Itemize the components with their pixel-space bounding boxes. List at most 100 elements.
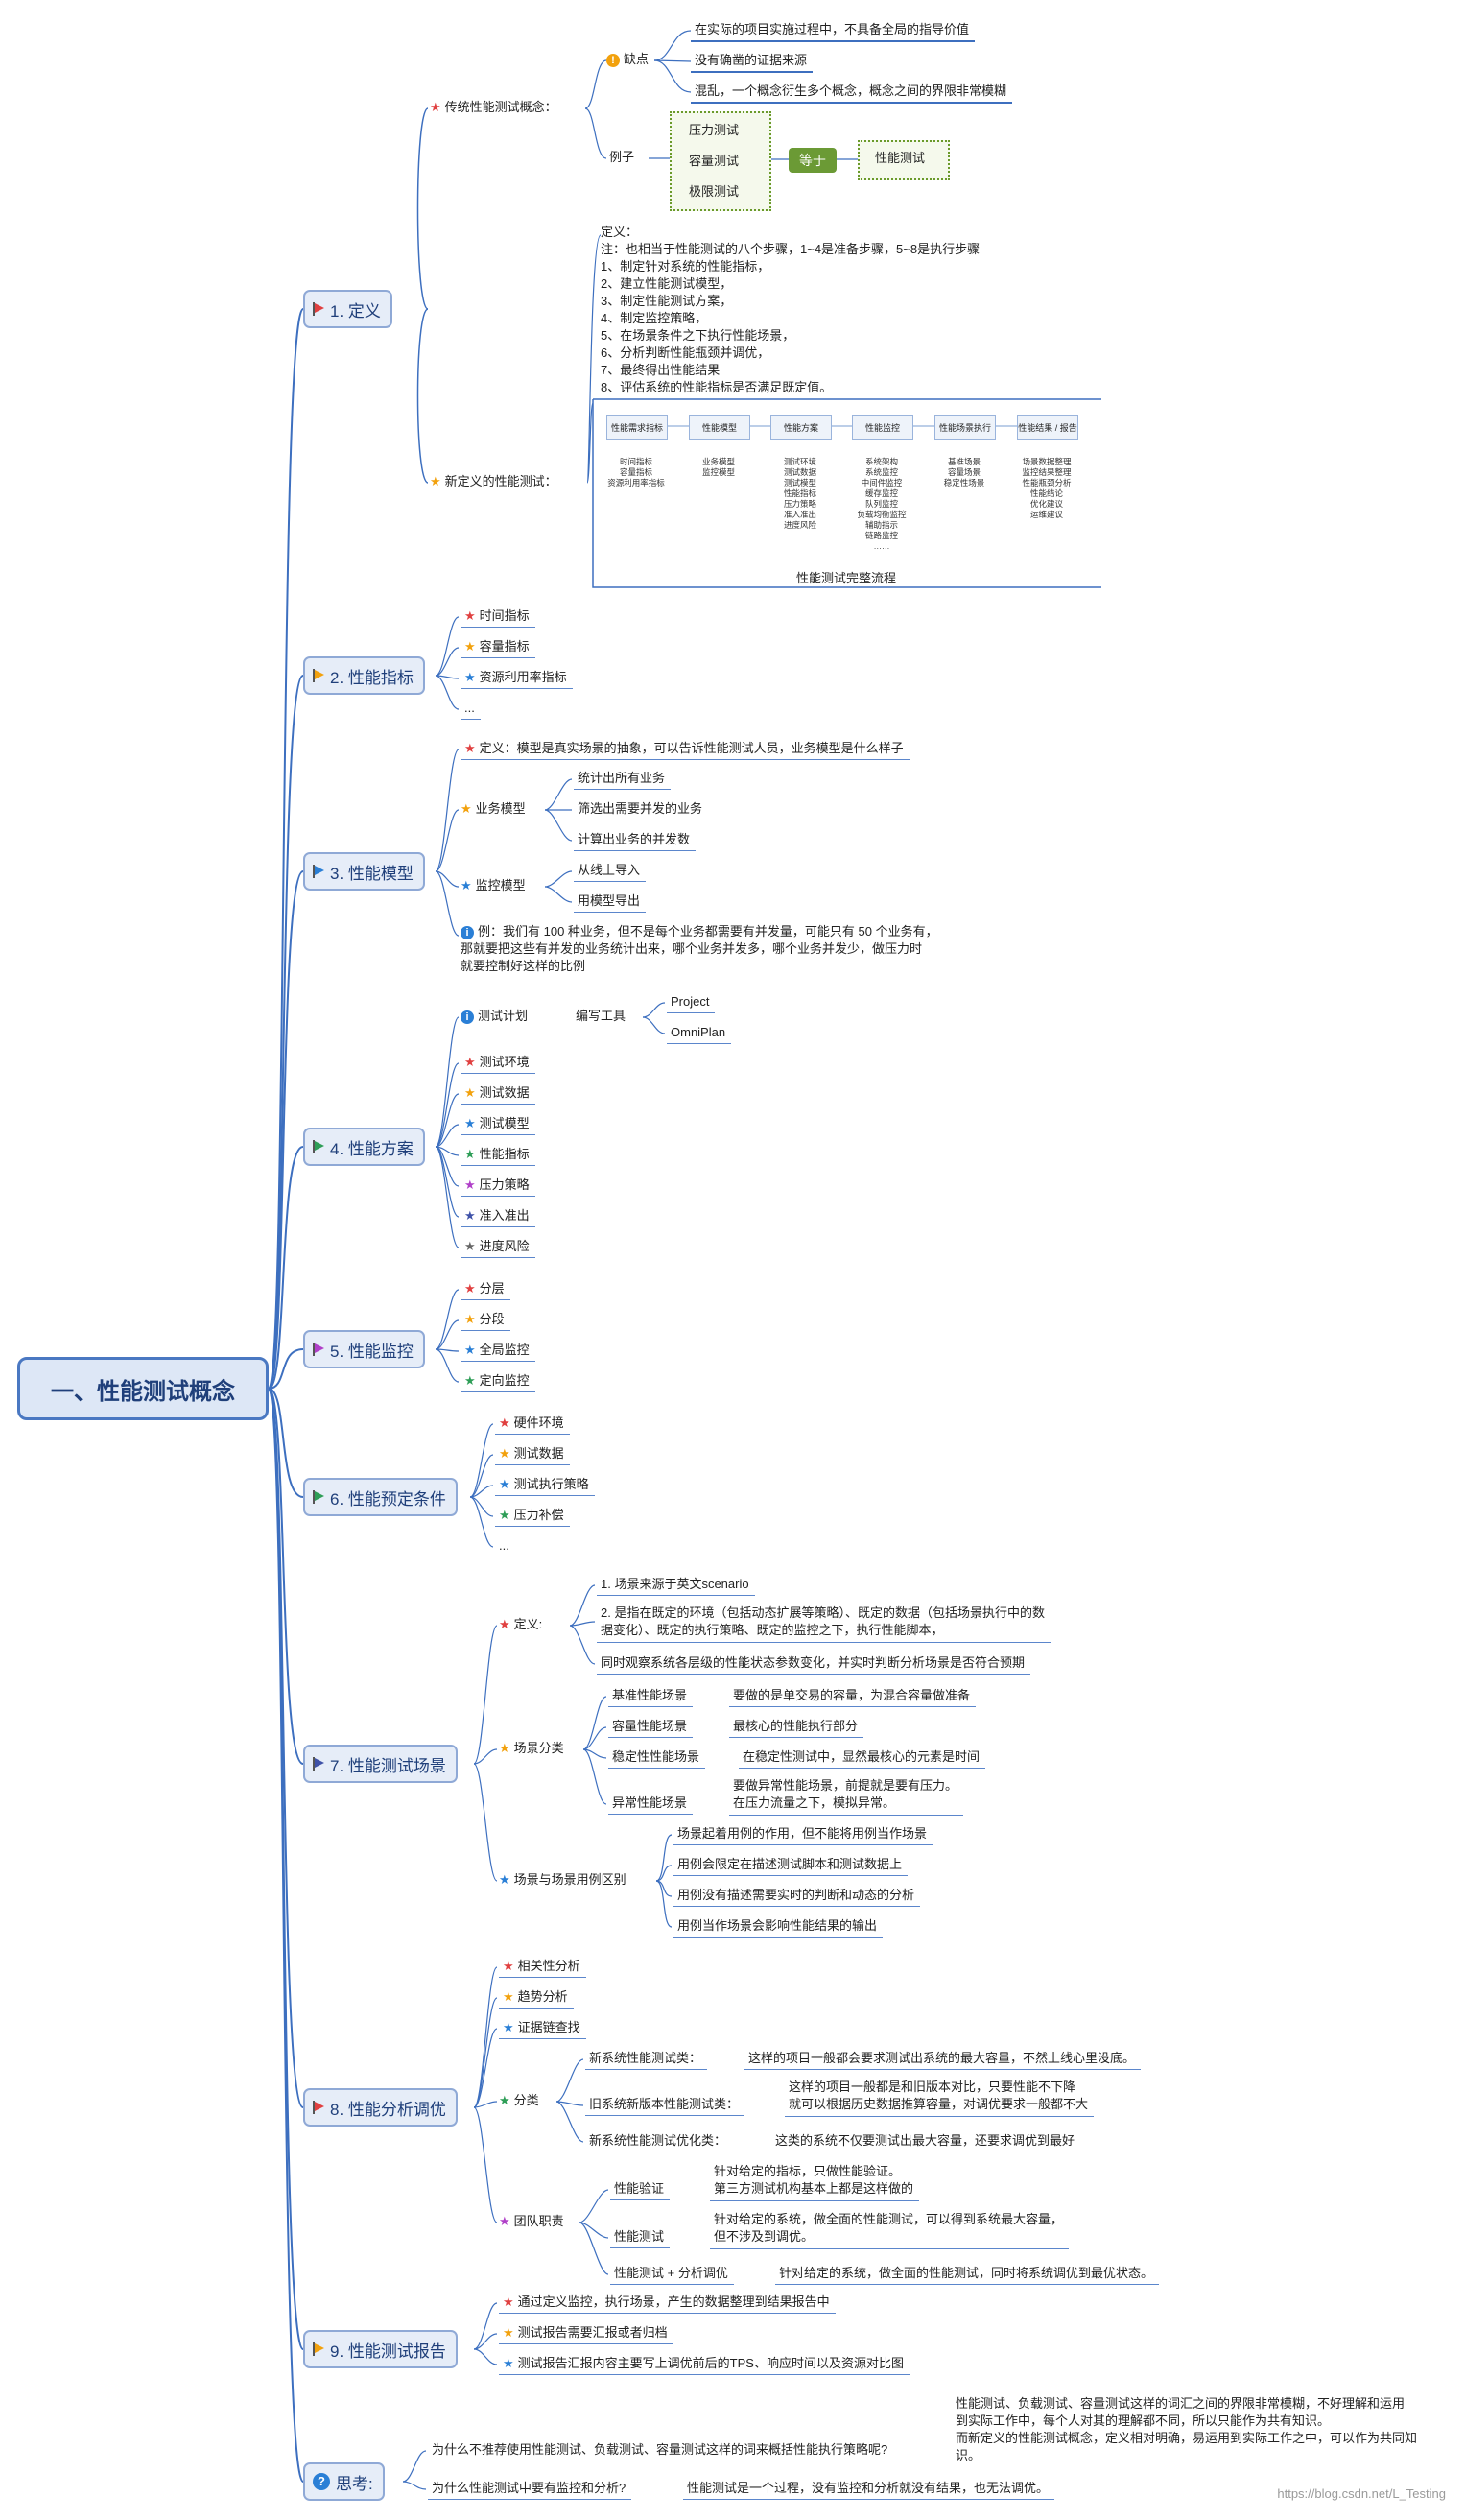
precondition-item[interactable]: ★压力补偿: [495, 1507, 570, 1527]
monitor-item[interactable]: ★全局监控: [461, 1342, 535, 1362]
metric-item[interactable]: ★容量指标: [461, 638, 535, 658]
example-node[interactable]: 例子: [609, 150, 635, 164]
team-duties[interactable]: ★团队职责: [499, 2214, 564, 2228]
plan-item[interactable]: ★测试数据: [461, 1084, 535, 1105]
duty-type: 性能验证: [610, 2180, 671, 2200]
branch-definition[interactable]: 1. 定义: [303, 290, 392, 328]
flow-step: 性能结果 / 报告: [1017, 415, 1078, 440]
class-type: 旧系统新版本性能测试类：: [585, 2096, 745, 2116]
scenario-classification[interactable]: ★场景分类: [499, 1741, 564, 1755]
green-flag-icon: [313, 1140, 324, 1153]
class-type: 新系统性能测试类：: [585, 2050, 708, 2070]
report-item[interactable]: ★测试报告需要汇报或者归档: [499, 2324, 673, 2344]
warning-icon: !: [606, 54, 620, 67]
root-node[interactable]: 一、性能测试概念: [17, 1357, 269, 1420]
precondition-item[interactable]: ★测试数据: [495, 1445, 570, 1465]
branch-scenario[interactable]: 7. 性能测试场景: [303, 1745, 458, 1783]
duty-type: 性能测试 + 分析调优: [610, 2265, 734, 2285]
scenario-type: 基准性能场景: [608, 1687, 694, 1707]
usecase-item: 用例没有描述需要实时的判断和动态的分析: [673, 1887, 921, 1907]
red-flag-icon: [313, 2101, 324, 2114]
example-group: [670, 111, 771, 211]
scenario-vs-usecase[interactable]: ★场景与场景用例区别: [499, 1872, 626, 1887]
new-definition[interactable]: ★新定义的性能测试：: [430, 473, 557, 489]
business-item: 筛选出需要并发的业务: [574, 800, 709, 820]
question-1[interactable]: 为什么不推荐使用性能测试、负载测试、容量测试这样的词来概括性能执行策略呢?: [428, 2441, 894, 2461]
scenario-def-item: 同时观察系统各层级的性能状态参数变化，并实时判断分析场景是否符合预期: [597, 1654, 1031, 1675]
model-definition[interactable]: ★定义：模型是真实场景的抽象，可以告诉性能测试人员，业务模型是什么样子: [461, 740, 910, 760]
usecase-item: 用例会限定在描述测试脚本和测试数据上: [673, 1856, 909, 1876]
scenario-def-item: 2. 是指在既定的环境（包括动态扩展等策略）、既定的数据（包括场景执行中的数 据…: [597, 1605, 1051, 1643]
class-desc: 这样的项目一般都会要求测试出系统的最大容量，不然上线心里没底。: [744, 2050, 1142, 2070]
plan-item[interactable]: ★测试环境: [461, 1054, 535, 1074]
cons-node[interactable]: ! 缺点: [606, 51, 649, 67]
branch-title: 6. 性能预定条件: [330, 1489, 446, 1509]
branch-model[interactable]: 3. 性能模型: [303, 852, 425, 891]
report-item[interactable]: ★测试报告汇报内容主要写上调优前后的TPS、响应时间以及资源对比图: [499, 2355, 910, 2375]
analysis-item[interactable]: ★相关性分析: [499, 1958, 586, 1978]
plan-item[interactable]: ★性能指标: [461, 1146, 535, 1166]
tool-item: OmniPlan: [667, 1024, 732, 1044]
monitor-model[interactable]: ★监控模型: [461, 878, 526, 892]
branch-monitoring[interactable]: 5. 性能监控: [303, 1330, 425, 1368]
flow-step: 性能需求指标: [606, 415, 668, 440]
analysis-item[interactable]: ★证据链查找: [499, 2019, 586, 2039]
plan-item[interactable]: ★准入准出: [461, 1207, 535, 1227]
plan-item[interactable]: ★进度风险: [461, 1238, 535, 1258]
branch-title: 4. 性能方案: [330, 1139, 414, 1158]
question-icon: ?: [313, 2473, 330, 2490]
monitor-item[interactable]: ★分层: [461, 1280, 510, 1300]
branch-metrics[interactable]: 2. 性能指标: [303, 656, 425, 695]
analysis-classification[interactable]: ★分类: [499, 2093, 539, 2107]
scenario-desc: 最核心的性能执行部分: [729, 1718, 864, 1738]
branch-analysis[interactable]: 8. 性能分析调优: [303, 2088, 458, 2127]
example-item: 极限测试: [689, 184, 740, 199]
red-star-icon: ★: [430, 100, 441, 114]
branch-preconditions[interactable]: 6. 性能预定条件: [303, 1478, 458, 1516]
definition-steps: 定义： 注：也相当于性能测试的八个步骤，1~4是准备步骤，5~8是执行步骤 1、…: [601, 225, 981, 394]
branch-report[interactable]: 9. 性能测试报告: [303, 2330, 458, 2368]
duty-desc: 针对给定的系统，做全面的性能测试，同时将系统调优到最优状态。: [775, 2265, 1160, 2285]
class-desc: 这样的项目一般都是和旧版本对比，只要性能不下降 就可以根据历史数据推算容量，对调…: [785, 2079, 1095, 2117]
traditional-concept[interactable]: ★传统性能测试概念：: [430, 99, 557, 115]
class-type: 新系统性能测试优化类：: [585, 2132, 733, 2152]
flow-step-detail: 业务模型 监控模型: [701, 457, 735, 477]
cons-item: 在实际的项目实施过程中，不具备全局的指导价值: [691, 21, 976, 42]
business-model[interactable]: ★业务模型: [461, 801, 526, 816]
metric-item[interactable]: ★资源利用率指标: [461, 669, 573, 689]
node-label: 缺点: [624, 52, 650, 66]
flow-step-detail: 时间指标 容量指标 资源利用率指标: [607, 457, 665, 487]
result-group: [858, 140, 950, 180]
orange-flag-icon: [313, 2342, 324, 2356]
tool-item: Project: [667, 993, 716, 1013]
metric-item: ...: [461, 700, 481, 720]
branch-plan[interactable]: 4. 性能方案: [303, 1128, 425, 1166]
monitor-item[interactable]: ★定向监控: [461, 1372, 535, 1392]
plan-item[interactable]: ★压力策略: [461, 1177, 535, 1197]
scenario-type: 稳定性性能场景: [608, 1748, 706, 1769]
report-item[interactable]: ★通过定义监控，执行场景，产生的数据整理到结果报告中: [499, 2294, 836, 2314]
metric-item[interactable]: ★时间指标: [461, 607, 535, 628]
monitor-item[interactable]: ★分段: [461, 1311, 510, 1331]
branch-title: 5. 性能监控: [330, 1342, 414, 1361]
precondition-item: ...: [495, 1537, 515, 1557]
precondition-item[interactable]: ★硬件环境: [495, 1415, 570, 1435]
branch-thinking[interactable]: ?思考:: [303, 2462, 385, 2501]
branch-title: 1. 定义: [330, 301, 381, 321]
business-item: 计算出业务的并发数: [574, 831, 697, 851]
question-2[interactable]: 为什么性能测试中要有监控和分析?: [428, 2480, 632, 2500]
precondition-item[interactable]: ★测试执行策略: [495, 1476, 595, 1496]
plan-item[interactable]: ★测试模型: [461, 1115, 535, 1135]
analysis-item[interactable]: ★趋势分析: [499, 1988, 574, 2009]
scenario-definition[interactable]: ★定义:: [499, 1617, 543, 1631]
branch-title: 3. 性能模型: [330, 864, 414, 883]
writing-tool[interactable]: 编写工具: [576, 1009, 626, 1023]
flow-caption: 性能测试完整流程: [796, 571, 897, 585]
flow-step-detail: 测试环境 测试数据 测试模型 性能指标 压力策略 准入准出 进度风险: [783, 457, 816, 530]
flow-step-detail: 场景数据整理 监控结果整理 性能瓶颈分析 性能结论 优化建议 运维建议: [1022, 457, 1072, 519]
scenario-type: 容量性能场景: [608, 1718, 694, 1738]
business-item: 统计出所有业务: [574, 770, 672, 790]
class-desc: 这类的系统不仅要测试出最大容量，还要求调优到最好: [771, 2132, 1081, 2152]
